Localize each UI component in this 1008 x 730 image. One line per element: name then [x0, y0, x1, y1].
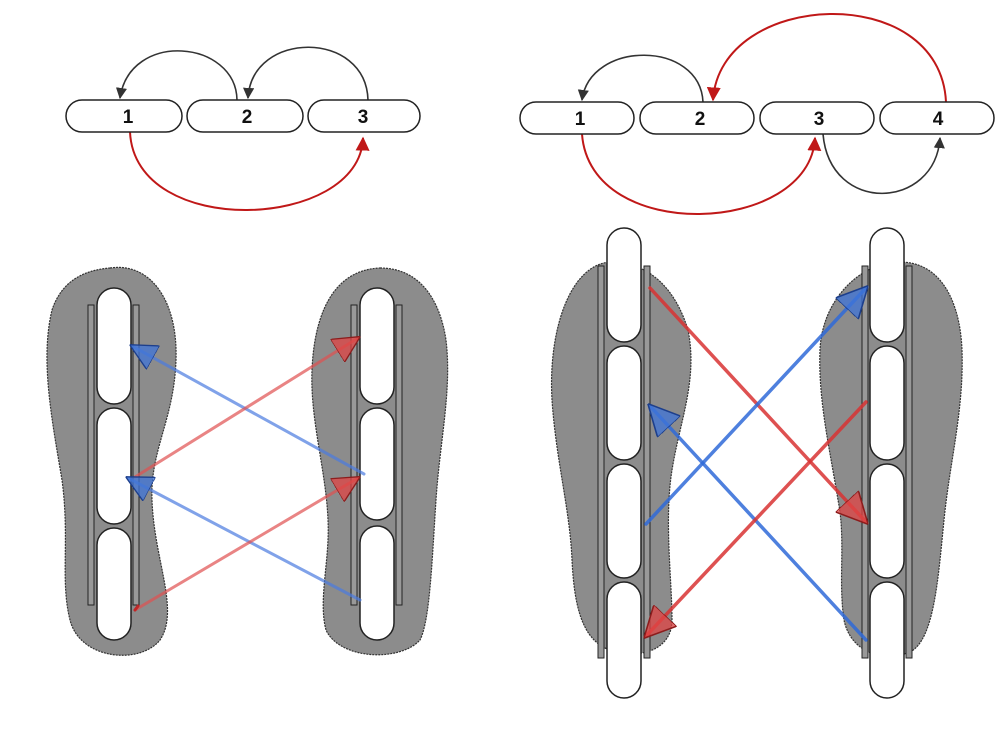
left-transition-1-to-3 — [129, 131, 370, 211]
right-skate-left — [550, 227, 692, 699]
right-skate-left-wheel-3 — [606, 463, 642, 579]
right-transition-4-to-2 — [706, 13, 947, 103]
right-box-4-label: 4 — [933, 109, 944, 130]
right-arrow-red-2 — [646, 400, 868, 636]
right-skate-illustration — [550, 227, 963, 699]
left-arrow-red-3 — [133, 604, 140, 612]
left-skate-illustration — [46, 266, 449, 656]
right-transition-2-to-1 — [577, 54, 704, 103]
left-arrow-red-1 — [133, 338, 358, 479]
left-transition-2-to-1 — [115, 50, 238, 101]
left-skate-arrows — [128, 338, 366, 612]
left-skate-left-wheel-3 — [96, 527, 132, 641]
right-skate-left-wheel-4 — [606, 581, 642, 699]
right-box-1-label: 1 — [575, 109, 586, 130]
left-box-2-label: 2 — [242, 107, 253, 128]
right-skate-right-wheel-3 — [869, 463, 905, 579]
left-skate-left-wheel-1 — [96, 287, 132, 405]
right-state-diagram: 1 2 3 4 — [519, 13, 995, 215]
right-skate-left-wheel-2 — [606, 345, 642, 461]
left-transition-3-to-2 — [243, 46, 369, 101]
right-box-4: 4 — [879, 101, 995, 135]
right-box-1: 1 — [519, 101, 635, 135]
left-box-2: 2 — [186, 99, 304, 133]
right-skate-right — [819, 227, 963, 699]
right-skate-right-wheel-1 — [869, 227, 905, 343]
left-skate-right-wheel-2 — [359, 407, 395, 521]
right-skate-right-wheel-4 — [869, 581, 905, 699]
left-box-3-label: 3 — [358, 107, 369, 128]
right-box-2-label: 2 — [695, 109, 706, 130]
right-box-2: 2 — [639, 101, 755, 135]
left-box-3: 3 — [307, 99, 421, 133]
right-box-3: 3 — [759, 101, 875, 135]
left-skate-right-wheel-3 — [359, 525, 395, 641]
right-skate-right-wheel-2 — [869, 345, 905, 461]
left-skate-left-wheel-2 — [96, 407, 132, 525]
right-arrow-blue-1 — [650, 406, 868, 642]
left-arrow-blue-1 — [132, 346, 366, 476]
right-skate-arrows — [644, 288, 868, 642]
left-skate-right — [311, 267, 449, 656]
left-arrow-red-2 — [133, 478, 358, 612]
right-transition-3-to-4 — [822, 133, 945, 194]
left-box-1: 1 — [65, 99, 183, 133]
right-skate-left-wheel-1 — [606, 227, 642, 343]
left-skate-right-wheel-1 — [359, 287, 395, 405]
right-arrow-blue-2 — [644, 288, 866, 526]
left-state-diagram: 1 2 3 — [65, 46, 421, 211]
right-transition-1-to-3 — [581, 133, 822, 215]
left-arrow-blue-2 — [128, 478, 362, 602]
right-box-3-label: 3 — [814, 109, 825, 130]
left-box-1-label: 1 — [123, 107, 134, 128]
